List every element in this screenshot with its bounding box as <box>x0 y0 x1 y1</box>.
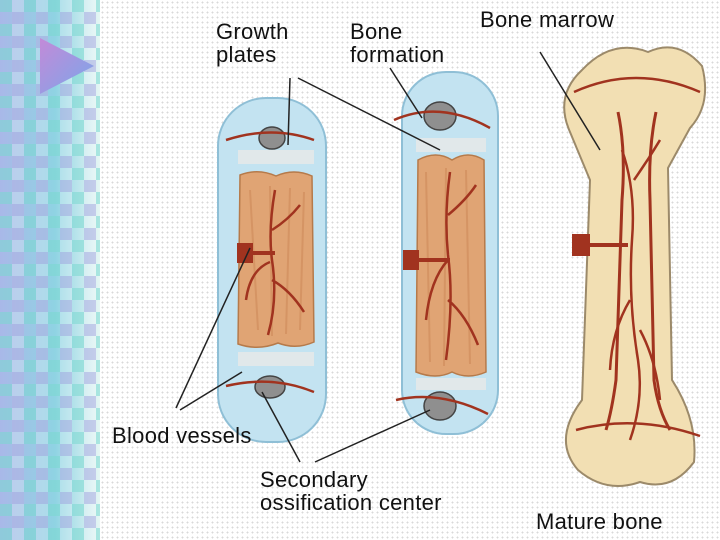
growth-plates-label: Growth plates <box>216 19 289 67</box>
leader-lines <box>175 51 601 463</box>
decorative-side-strip <box>0 0 100 540</box>
growing-bone <box>393 71 499 435</box>
bone-growth-diagram <box>175 46 707 487</box>
secondary-ossification-center-label: Secondary ossification center <box>260 467 442 515</box>
bone-formation-label: Bone formation <box>350 19 445 67</box>
bone-marrow-label: Bone marrow <box>480 7 615 32</box>
blood-vessels-label: Blood vessels <box>112 423 252 448</box>
mature-bone-label: Mature bone <box>536 509 663 534</box>
bone-growth-figure: Growth plates Bone formation Bone marrow… <box>100 0 720 540</box>
mature-bone-shape <box>563 46 707 487</box>
play-triangle-icon <box>40 38 94 94</box>
young-bone <box>217 97 327 443</box>
